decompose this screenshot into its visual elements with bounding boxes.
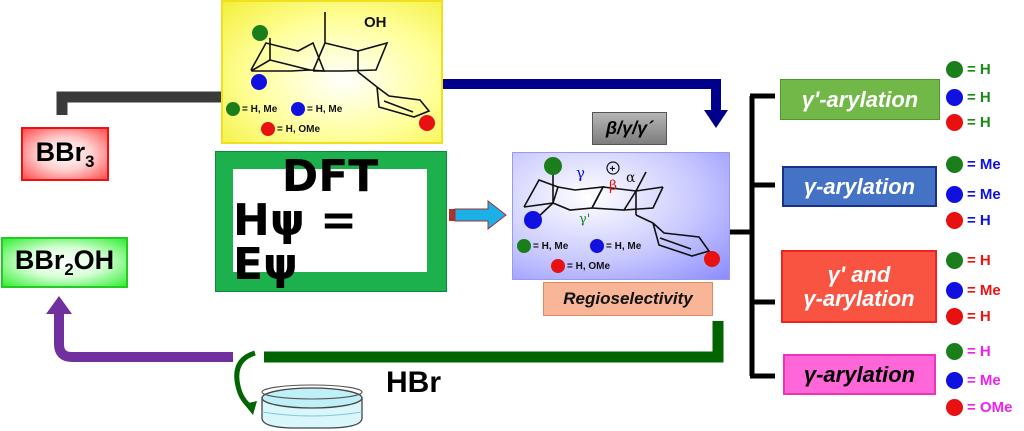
outcome-4-green: = H xyxy=(946,343,991,360)
outcome-3-red: = H xyxy=(946,308,991,325)
blue-dot-icon xyxy=(251,74,267,90)
substrate-to-intermediate-arrow xyxy=(439,79,721,112)
beta-label: β xyxy=(609,178,617,194)
hbr-label: HBr xyxy=(386,366,442,399)
outcome-4-red: = OMe xyxy=(946,399,1012,416)
green-dot-icon xyxy=(946,61,963,78)
outcome-2-green: = Me xyxy=(946,156,1001,173)
positive-charge-icon xyxy=(606,161,620,175)
outcome-3-green: = H xyxy=(946,252,991,269)
green-arrowhead-icon xyxy=(244,401,257,415)
red-dot-icon xyxy=(704,251,720,267)
blue-dot-icon xyxy=(590,239,604,253)
bbr3-reagent-box: BBr3 xyxy=(21,127,109,181)
intermediate-legend-red: = H, OMe xyxy=(551,259,610,273)
dft-title: DFT xyxy=(281,150,379,202)
intermediate-to-hbr-connector xyxy=(264,321,724,363)
bbr2oh-reagent-box: BBr2OH xyxy=(1,237,128,288)
green-dot-icon xyxy=(946,343,963,360)
alpha-label: α xyxy=(626,170,636,186)
hbr-release-arrow xyxy=(234,350,256,410)
bbr2oh-label: BBr2OH xyxy=(14,245,115,279)
green-dot-icon xyxy=(252,25,268,41)
return-to-bbr2oh-arrow xyxy=(54,312,233,362)
green-dot-icon xyxy=(517,239,531,253)
dft-panel: DFT Hψ = Eψ xyxy=(215,151,447,292)
blue-arrowhead-icon xyxy=(704,110,728,128)
dft-to-intermediate-arrow xyxy=(454,199,507,231)
substrate-legend-red: = H, OMe xyxy=(261,122,320,136)
outcome-1-red: = H xyxy=(946,114,991,131)
red-dot-icon xyxy=(551,259,565,273)
gamma-label: γ xyxy=(576,164,585,182)
blue-dot-icon xyxy=(946,372,963,389)
blue-dot-icon xyxy=(946,89,963,106)
outcome-2-blue: = Me xyxy=(946,186,1001,203)
outcome-gamma-arylation-ome: γ-arylation xyxy=(783,354,936,395)
green-dot-icon xyxy=(544,157,562,175)
bbr3-label: BBr3 xyxy=(35,136,95,171)
gamma-prime-label: γ' xyxy=(579,212,590,227)
outcome-3-blue: = Me xyxy=(946,282,1001,299)
substrate-legend-green: = H, Me xyxy=(226,102,277,116)
outcome-1-green: = H xyxy=(946,61,991,78)
outcome-4-blue: = Me xyxy=(946,372,1001,389)
red-dot-icon xyxy=(419,115,435,131)
red-dot-icon xyxy=(946,114,963,131)
red-dot-icon xyxy=(261,122,275,136)
outcome-2-red: = H xyxy=(946,212,991,229)
red-dot-icon xyxy=(946,308,963,325)
blue-dot-icon xyxy=(946,282,963,299)
dft-arrow-tail xyxy=(449,209,455,221)
carbocation-intermediate-panel: + γ β α γ' = H, Me = H, Me = H, OMe xyxy=(512,152,730,280)
bbr3-to-substrate-connector xyxy=(56,91,222,115)
schrodinger-equation: Hψ = Eψ xyxy=(233,194,357,290)
outcome-gamma-prime-arylation: γ'-arylation xyxy=(780,79,940,120)
green-dot-icon xyxy=(226,102,240,116)
green-dot-icon xyxy=(946,252,963,269)
carbocation-structure-icon: + γ β α γ' xyxy=(523,157,720,267)
substrate-oh-label: OH xyxy=(364,14,387,31)
green-dot-icon xyxy=(946,156,963,173)
dft-inner-panel: DFT Hψ = Eψ xyxy=(233,154,427,286)
blue-dot-icon xyxy=(291,102,305,116)
purple-arrowhead-icon xyxy=(46,296,72,314)
blue-dot-icon xyxy=(946,186,963,203)
positive-charge-sign: + xyxy=(610,164,616,175)
regio-positions-badge: β/γ/γ´ xyxy=(592,112,667,145)
red-dot-icon xyxy=(946,399,963,416)
red-dot-icon xyxy=(946,212,963,229)
intermediate-legend-green: = H, Me xyxy=(517,239,568,253)
blue-dot-icon xyxy=(524,211,542,229)
substrate-legend-blue: = H, Me xyxy=(291,102,342,116)
petri-dish-icon xyxy=(261,384,363,429)
intermediate-legend-blue: = H, Me xyxy=(590,239,641,253)
outcome-gamma-arylation: γ-arylation xyxy=(782,166,937,207)
substrate-panel: OH = H, Me = H, Me = H, OMe xyxy=(221,0,443,144)
regioselectivity-caption: Regioselectivity xyxy=(543,282,713,316)
substrate-structure-icon: OH xyxy=(250,12,435,131)
outcome-1-blue: = H xyxy=(946,89,991,106)
